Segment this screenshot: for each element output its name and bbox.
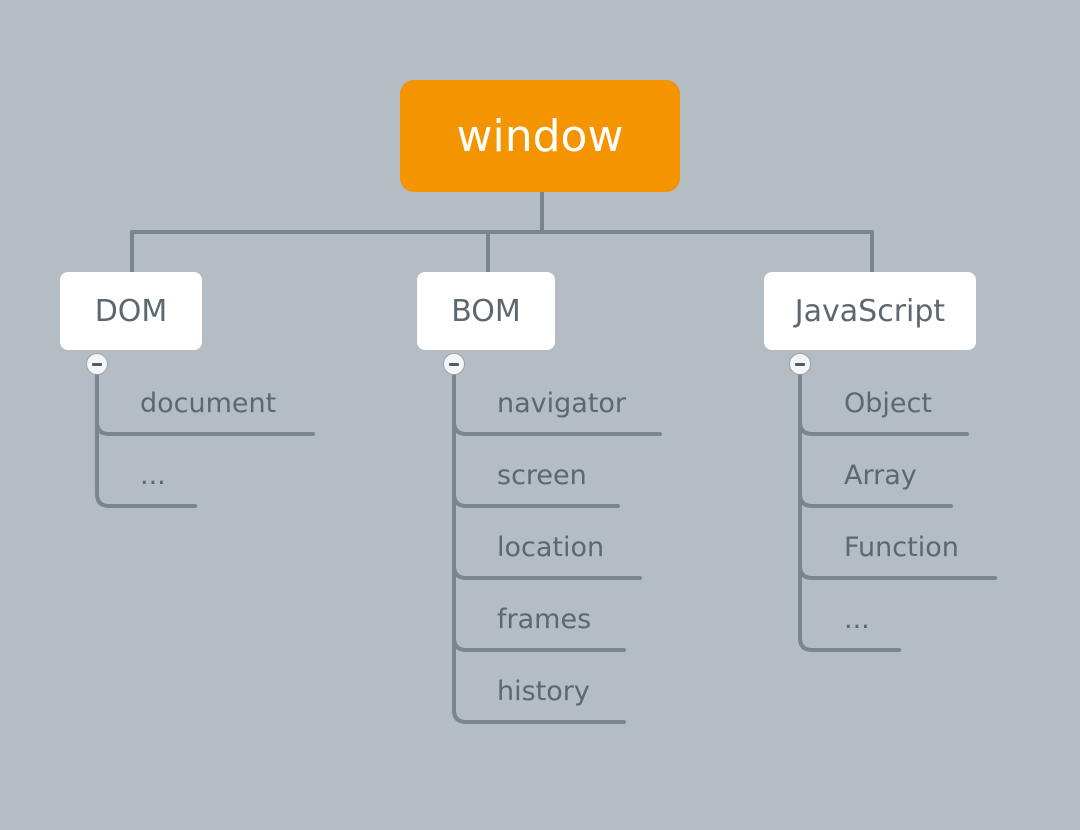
leaf-node-screen[interactable]: screen: [497, 460, 587, 491]
branch-node-bom[interactable]: BOM: [417, 272, 555, 350]
leaf-node-frames[interactable]: frames: [497, 604, 592, 635]
leaf-node-object[interactable]: Object: [844, 388, 932, 419]
branch-bus-connector: [130, 230, 874, 274]
branch-node-dom[interactable]: DOM: [60, 272, 202, 350]
leaf-node-ellipsis[interactable]: ...: [844, 604, 870, 635]
dom-child-connector-2: [95, 420, 197, 508]
js-child-connector-4: [798, 564, 901, 652]
leaf-node-function[interactable]: Function: [844, 532, 959, 563]
dom-collapse-icon[interactable]: [86, 353, 108, 375]
branch-label: JavaScript: [794, 293, 946, 329]
leaf-node-document[interactable]: document: [140, 388, 277, 419]
javascript-collapse-icon[interactable]: [789, 353, 811, 375]
bom-collapse-icon[interactable]: [443, 353, 465, 375]
leaf-node-ellipsis[interactable]: ...: [140, 460, 166, 491]
branch-node-javascript[interactable]: JavaScript: [764, 272, 976, 350]
leaf-node-history[interactable]: history: [497, 676, 590, 707]
branch-label: DOM: [94, 293, 168, 329]
bom-child-connector-5: [452, 636, 626, 724]
leaf-node-array[interactable]: Array: [844, 460, 917, 491]
branch-label: BOM: [451, 293, 521, 329]
root-node[interactable]: window: [400, 80, 680, 192]
leaf-node-location[interactable]: location: [497, 532, 605, 563]
leaf-node-navigator[interactable]: navigator: [497, 388, 627, 419]
root-label: window: [456, 110, 624, 162]
